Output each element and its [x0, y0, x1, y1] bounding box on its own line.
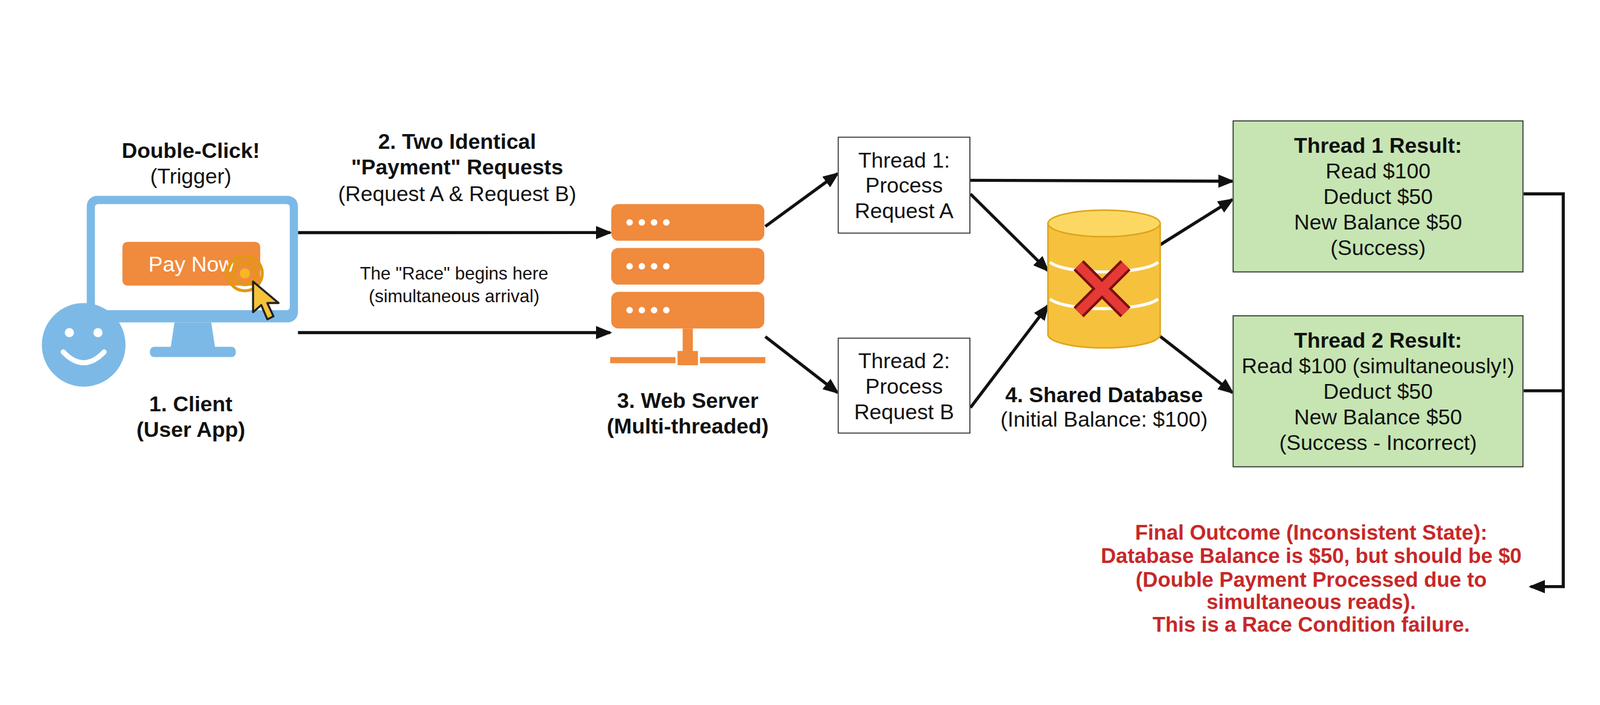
server-label: 3. Web Server (Multi-threaded) [596, 387, 780, 439]
request-note: (Request A & Request B) [303, 180, 611, 207]
process-box: Thread 1: Process Request A [837, 136, 970, 235]
arrow-connector [970, 193, 1048, 271]
box-line: (Success - Incorrect) [1278, 429, 1477, 456]
thread-label: Thread 1: Process Request A [842, 147, 966, 224]
outcome-text: This is a Race Condition failure. [1076, 613, 1547, 636]
database-label: 4. Shared Database [940, 381, 1268, 408]
server-light [626, 306, 633, 314]
monitor-screen [94, 203, 290, 311]
error-cross [1078, 265, 1126, 313]
box-heading: Thread 1 Result: [1294, 132, 1463, 158]
thread-label: Thread 2: Process Request B [842, 347, 966, 425]
user-smiley [42, 302, 126, 387]
server-unit [611, 247, 765, 285]
server-light [650, 263, 657, 270]
trigger-note: (Trigger) [57, 163, 324, 189]
server-light [638, 306, 645, 314]
box-line: (Success) [1330, 234, 1427, 261]
button-text: Pay Now [148, 251, 235, 277]
cylinder-body [1047, 223, 1161, 348]
mouse-cursor [252, 281, 279, 320]
outcome-text: Database Balance is $50, but should be $… [1086, 544, 1536, 614]
outcome-bracket [1523, 193, 1564, 587]
outcome-heading: Final Outcome (Inconsistent State): [1076, 521, 1547, 545]
box-line: New Balance $50 [1294, 209, 1463, 235]
server-light [663, 263, 670, 270]
client-monitor: Double-Click!(Trigger)1. Client (User Ap… [86, 196, 299, 360]
monitor-frame [86, 196, 299, 323]
outcome-bracket [1523, 389, 1564, 393]
monitor-neck [170, 322, 216, 350]
cylinder-band [1050, 262, 1158, 273]
server-light [650, 306, 657, 314]
trigger-heading: Double-Click! [57, 137, 324, 164]
error-cross [1078, 265, 1126, 313]
arrow-connector [1160, 199, 1233, 245]
server-light [663, 306, 670, 314]
web-server: 3. Web Server (Multi-threaded) [610, 202, 766, 368]
smiley-eye [64, 327, 74, 337]
server-stem [682, 328, 693, 353]
cylinder-band [1050, 298, 1158, 309]
box-line: Read $100 [1325, 157, 1431, 184]
server-unit [611, 203, 765, 241]
box-line: Deduct $50 [1323, 378, 1433, 404]
server-shape [610, 202, 766, 368]
cylinder-top [1047, 210, 1161, 237]
server-light [638, 219, 645, 226]
result-box: Thread 2 Result:Read $100 (simultaneousl… [1232, 315, 1524, 468]
error-cross [1078, 265, 1126, 313]
monitor-base [150, 347, 236, 358]
pay-button: Pay Now [122, 242, 261, 286]
database-cylinder: 4. Shared Database(Initial Balance: $100… [1047, 209, 1161, 349]
arrow-connector [970, 180, 1233, 182]
box-line: Deduct $50 [1323, 183, 1433, 210]
arrow-connector [765, 336, 839, 394]
client-label: 1. Client (User App) [129, 390, 253, 443]
cylinder-shape [1047, 209, 1161, 349]
server-base [700, 357, 766, 364]
smiley-eye [93, 327, 103, 337]
click-ripple [227, 256, 262, 291]
arrow-connector [297, 231, 611, 235]
arrow-connector [297, 331, 611, 335]
server-base [677, 351, 698, 366]
smiley-mouth [63, 352, 104, 364]
box-line: Read $100 (simultaneously!) [1241, 352, 1515, 379]
server-light [638, 263, 645, 270]
box-line: New Balance $50 [1294, 403, 1463, 430]
error-cross [1078, 265, 1126, 313]
click-ripple [239, 268, 250, 279]
server-light [626, 219, 633, 226]
click-ripple [233, 262, 257, 286]
server-unit [611, 292, 765, 329]
result-box: Thread 1 Result:Read $100Deduct $50New B… [1232, 120, 1524, 273]
box-heading: Thread 2 Result: [1294, 327, 1463, 353]
server-light [626, 263, 633, 270]
server-light [663, 219, 670, 226]
server-base [610, 357, 676, 364]
server-light [650, 219, 657, 226]
process-box: Thread 2: Process Request B [837, 337, 970, 434]
arrow-connector [765, 173, 839, 227]
race-note: The "Race" begins here (simultaneous arr… [336, 262, 572, 308]
database-note: (Initial Balance: $100) [940, 406, 1268, 432]
request-heading: 2. Two Identical "Payment" Requests [347, 128, 568, 180]
